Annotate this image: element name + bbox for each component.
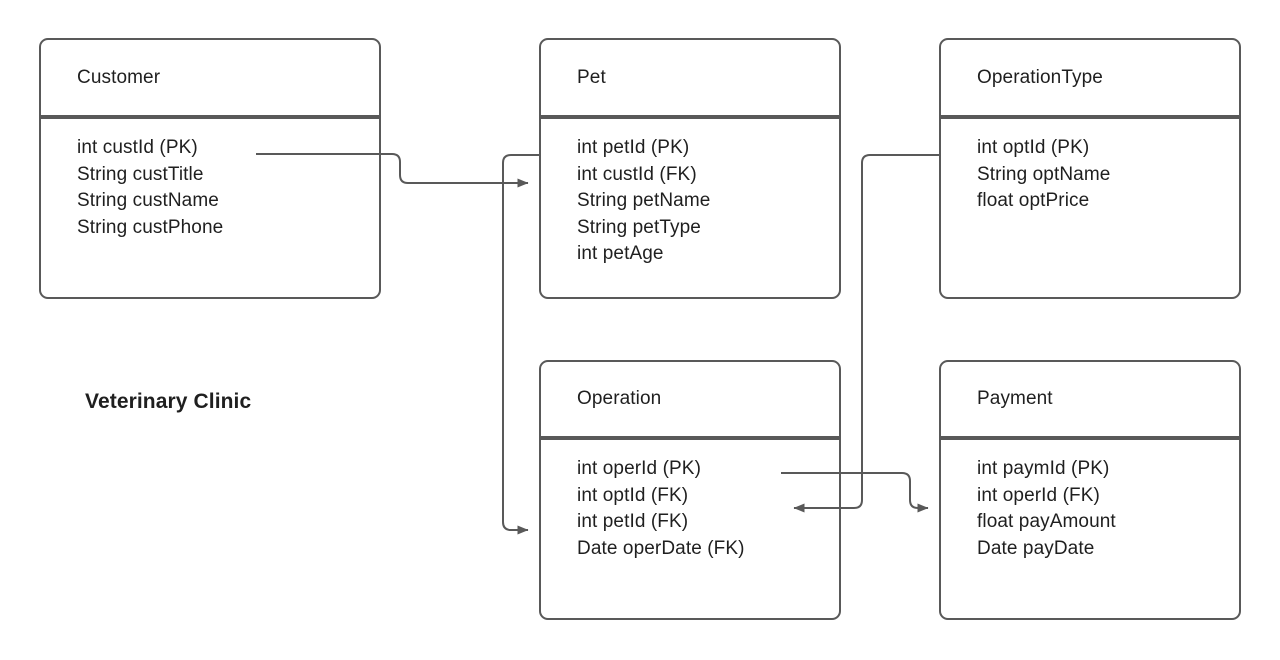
- diagram-caption: Veterinary Clinic: [85, 390, 252, 413]
- entity-header-payment: Payment: [939, 360, 1241, 438]
- attribute-item: Date payDate: [977, 537, 1095, 559]
- entity-pet[interactable]: Pet int petId (PK) int custId (FK) String p…: [539, 38, 841, 299]
- entity-title-operation: Operation: [577, 388, 662, 409]
- attribute-list-operationtype: int optId (PK) String optName float optPri…: [977, 135, 1110, 215]
- attribute-item: int petAge: [577, 243, 664, 264]
- entity-header-operationtype: OperationType: [939, 38, 1241, 117]
- entity-title-pet: Pet: [577, 66, 606, 88]
- entity-body-pet: int petId (PK) int custId (FK) String petN…: [539, 117, 841, 299]
- entity-header-pet: Pet: [539, 38, 841, 117]
- entity-body-operationtype: int optId (PK) String optName float optPri…: [939, 117, 1241, 299]
- entity-payment[interactable]: Payment int paymId (PK) int operId (FK) flo…: [939, 360, 1241, 620]
- entity-header-operation: Operation: [539, 360, 841, 438]
- attribute-item: String petName: [577, 190, 711, 211]
- attribute-list-payment: int paymId (PK) int operId (FK) float payA…: [977, 456, 1116, 562]
- attribute-item: int optId (FK): [577, 484, 689, 506]
- attribute-item: int custId (FK): [577, 163, 697, 185]
- entity-operationtype[interactable]: OperationType int optId (PK) String optNam…: [939, 38, 1241, 299]
- attribute-item: String custPhone: [77, 216, 224, 238]
- attribute-item: float payAmount: [977, 511, 1116, 532]
- entity-body-payment: int paymId (PK) int operId (FK) float payA…: [939, 438, 1241, 620]
- attribute-item: Date operDate (FK): [577, 537, 745, 559]
- attribute-item: String custName: [77, 190, 219, 211]
- attribute-item: int operId (PK): [577, 458, 701, 479]
- entity-header-customer: Customer: [39, 38, 381, 117]
- entity-title-customer: Customer: [77, 66, 161, 88]
- attribute-list-operation: int operId (PK) int optId (FK) int petId (…: [577, 456, 745, 562]
- relationship-pet-to-operation: [502, 154, 539, 535]
- attribute-item: int operId (FK): [977, 484, 1100, 506]
- attribute-item: String petType: [577, 216, 701, 238]
- entity-title-operationtype: OperationType: [977, 66, 1103, 88]
- attribute-item: String optName: [977, 163, 1111, 185]
- attribute-item: int paymId (PK): [977, 458, 1110, 479]
- attribute-item: int petId (PK): [577, 137, 690, 158]
- attribute-item: String custTitle: [77, 163, 204, 185]
- attribute-item: float optPrice: [977, 190, 1090, 211]
- attribute-item: int petId (FK): [577, 511, 689, 532]
- entity-body-operation: int operId (PK) int optId (FK) int petId (…: [539, 438, 841, 620]
- entity-title-payment: Payment: [977, 388, 1053, 409]
- attribute-list-pet: int petId (PK) int custId (FK) String petN…: [577, 135, 710, 268]
- attribute-item: int optId (PK): [977, 137, 1090, 158]
- attribute-item: int custId (PK): [77, 137, 198, 158]
